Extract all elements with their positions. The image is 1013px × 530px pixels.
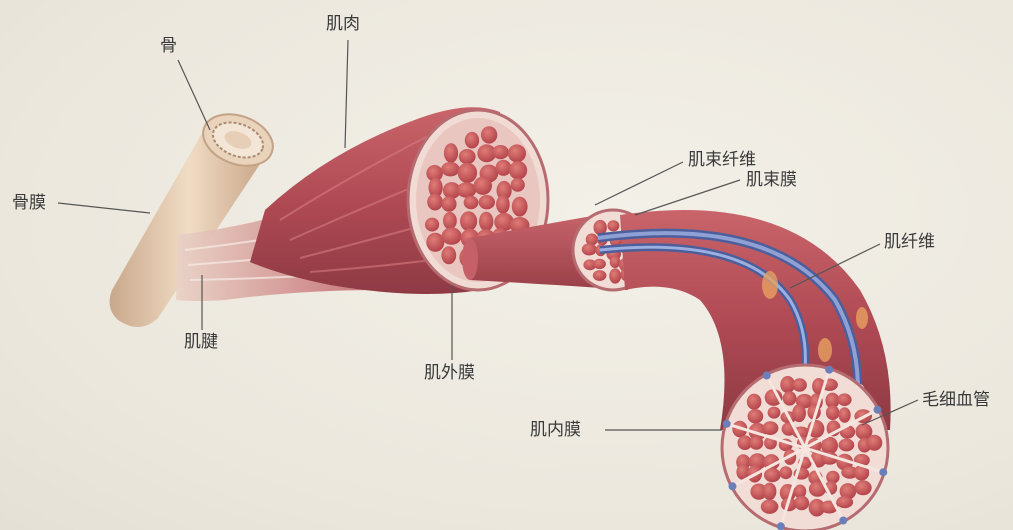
fiber-cell bbox=[867, 435, 883, 451]
fiber-cell bbox=[837, 393, 851, 406]
muscle-cell bbox=[460, 211, 477, 231]
label-periosteum: 骨膜 bbox=[12, 193, 46, 213]
capillary-dot bbox=[777, 522, 785, 530]
muscle-cell bbox=[427, 194, 443, 211]
fiber-cell bbox=[763, 483, 777, 501]
fiber-cell bbox=[836, 496, 853, 508]
fiber-cell bbox=[792, 378, 807, 391]
label-fascicle: 肌束纤维 bbox=[688, 150, 756, 170]
muscle-cell bbox=[458, 163, 477, 183]
muscle-cell bbox=[479, 195, 495, 209]
muscle-cell bbox=[512, 197, 528, 217]
fiber-cell bbox=[749, 436, 763, 450]
muscle-cell bbox=[443, 212, 457, 230]
fiber-cell bbox=[839, 407, 851, 422]
fiber-cell bbox=[855, 480, 872, 495]
fiber-cell bbox=[794, 496, 809, 510]
muscle-cell bbox=[457, 182, 477, 197]
muscle-cell bbox=[479, 212, 493, 232]
muscle-cell bbox=[511, 178, 525, 192]
capillary-dot bbox=[879, 468, 887, 476]
capillary-dot bbox=[723, 420, 731, 428]
muscle-cell bbox=[444, 143, 458, 163]
fascicle-cell bbox=[582, 243, 597, 255]
fascicle-cell bbox=[609, 268, 621, 283]
muscle-cell bbox=[496, 160, 512, 176]
capillary-dot bbox=[839, 517, 847, 525]
muscle-cell bbox=[464, 196, 479, 210]
fiber-cell bbox=[779, 466, 792, 479]
fiber-cell bbox=[762, 421, 778, 435]
capillary-dot bbox=[763, 372, 771, 380]
muscle-cell bbox=[425, 218, 439, 232]
capillary-dot bbox=[825, 366, 833, 374]
fiber-cell bbox=[826, 405, 840, 420]
leader-perimysium bbox=[635, 180, 740, 215]
muscle-cell bbox=[496, 195, 510, 214]
leader-fascicle bbox=[595, 162, 683, 205]
muscle-cell bbox=[474, 177, 492, 195]
fiber-cell bbox=[839, 439, 855, 452]
fiber-cell bbox=[747, 394, 762, 410]
fiber-cell bbox=[748, 409, 764, 423]
capillary-dot bbox=[874, 406, 882, 414]
fascicle-cell bbox=[593, 270, 607, 281]
muscle-cell bbox=[492, 145, 509, 159]
muscle-cell bbox=[441, 162, 460, 176]
muscle-cell bbox=[481, 126, 497, 143]
label-tendon: 肌腱 bbox=[184, 332, 218, 352]
label-muscle-fiber: 肌纤维 bbox=[884, 232, 935, 252]
fiber-cell bbox=[768, 407, 781, 419]
muscle-cell bbox=[459, 149, 476, 164]
label-muscle: 肌肉 bbox=[326, 14, 360, 34]
fascicle-cell bbox=[607, 220, 619, 231]
fascicle-cell bbox=[610, 256, 621, 268]
muscle-cell bbox=[509, 161, 527, 180]
label-perimysium: 肌束膜 bbox=[746, 170, 797, 190]
label-capillary: 毛细血管 bbox=[922, 390, 990, 410]
muscle-cell bbox=[441, 196, 456, 212]
fascicle-cell bbox=[593, 259, 606, 269]
leader-muscle bbox=[345, 40, 348, 148]
capillary-dot bbox=[729, 482, 737, 490]
leader-bone bbox=[178, 60, 210, 130]
label-epimysium: 肌外膜 bbox=[424, 363, 475, 383]
muscle-cell bbox=[508, 144, 526, 162]
leader-periosteum bbox=[58, 203, 150, 213]
label-bone: 骨 bbox=[160, 36, 177, 56]
muscle-cell bbox=[465, 132, 479, 149]
fiber-cell bbox=[792, 404, 806, 422]
muscle-cell bbox=[442, 227, 462, 244]
fiber-cell bbox=[783, 391, 797, 405]
fiber-cell bbox=[761, 500, 779, 514]
fiber-cell bbox=[764, 468, 781, 482]
muscle-cell bbox=[441, 246, 456, 264]
label-endomysium: 肌内膜 bbox=[530, 420, 581, 440]
